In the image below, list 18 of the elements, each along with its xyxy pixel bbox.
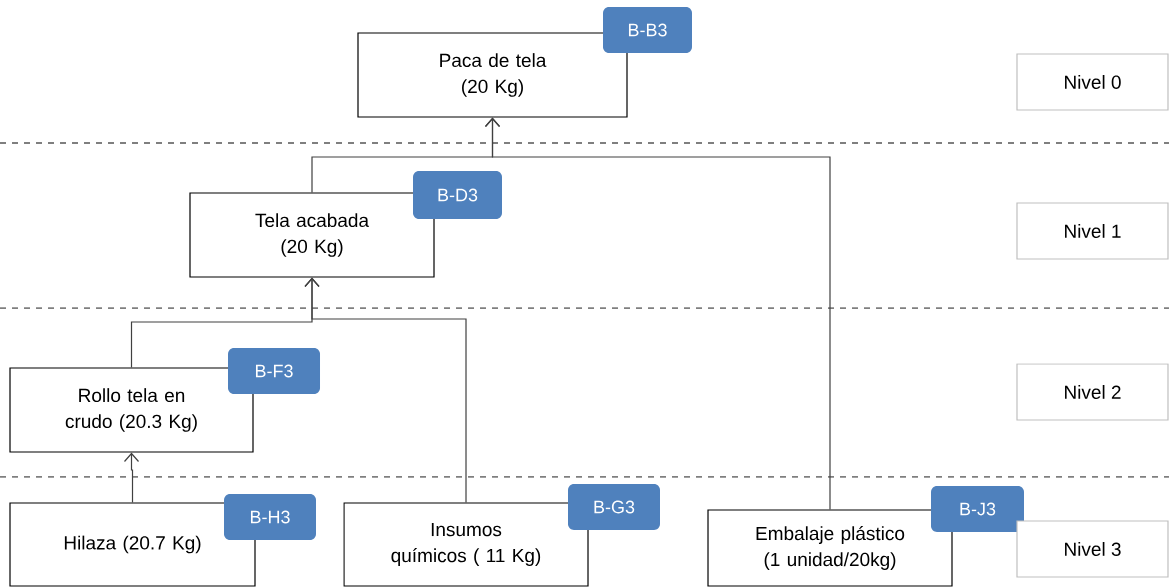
arrow [304, 277, 467, 503]
level-box: Nivel 1 [1016, 202, 1169, 260]
content-box: Insumos químicos ( 11 Kg) [343, 502, 589, 587]
code-tag: B-G3 [568, 484, 660, 530]
code-tag: B-F3 [228, 348, 320, 394]
level-box: Nivel 2 [1016, 363, 1169, 421]
code-tag: B-H3 [224, 494, 316, 540]
content-box: Rollo tela en crudo (20.3 Kg) [9, 367, 254, 453]
content-box: Tela acabada (20 Kg) [189, 192, 435, 278]
level-box: Nivel 3 [1016, 520, 1169, 578]
code-tag: B-B3 [603, 7, 692, 53]
content-box: Paca de tela (20 Kg) [357, 32, 628, 118]
arrow [123, 452, 140, 503]
content-box: Embalaje plástico (1 unidad/20kg) [707, 509, 953, 587]
code-tag: B-D3 [413, 171, 502, 219]
arrow [484, 117, 831, 510]
code-tag: B-J3 [931, 486, 1024, 532]
level-box: Nivel 0 [1016, 53, 1169, 111]
